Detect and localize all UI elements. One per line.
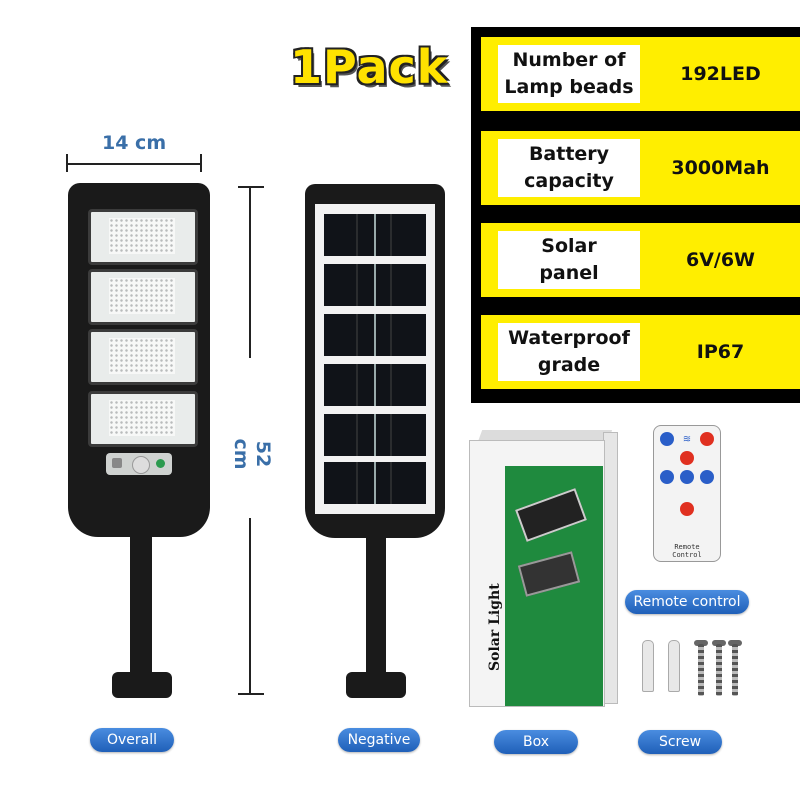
wall-anchor xyxy=(668,640,680,692)
led-module xyxy=(88,329,198,385)
led-module xyxy=(88,391,198,447)
led-module xyxy=(88,209,198,265)
spec-label: Waterproof grade xyxy=(498,323,640,381)
width-tick-left xyxy=(66,154,68,172)
screw-head xyxy=(712,640,726,646)
spec-row-battery: Battery capacity 3000Mah xyxy=(481,131,800,205)
box-brand-text: Solar Light xyxy=(487,583,503,671)
width-tick-right xyxy=(200,154,202,172)
lamp-pole xyxy=(130,528,152,678)
solar-panel xyxy=(315,204,435,514)
remote-blue-button xyxy=(660,470,674,484)
remote-brand-text: Remote Control xyxy=(672,543,702,559)
height-dimension-line-lower xyxy=(249,518,251,694)
height-dimension-line-upper xyxy=(249,186,251,358)
width-dimension-line xyxy=(66,163,202,165)
motion-sensor xyxy=(106,453,172,475)
spec-value: 3000Mah xyxy=(671,157,770,179)
lamp-back-image xyxy=(305,184,445,538)
remote-power-button xyxy=(660,432,674,446)
width-dimension-label: 14 cm xyxy=(102,132,167,154)
remote-blue-button xyxy=(700,470,714,484)
spec-row-solar-panel: Solar panel 6V/6W xyxy=(481,223,800,297)
height-dimension-label: 52 cm xyxy=(230,438,274,470)
screw xyxy=(732,644,738,696)
screw-label: Screw xyxy=(638,730,722,754)
height-tick-bottom xyxy=(238,693,264,695)
spec-value: 6V/6W xyxy=(685,249,756,271)
lamp-base xyxy=(112,672,172,698)
spec-table: Number of Lamp beads 192LED Battery capa… xyxy=(471,27,800,403)
wall-anchor xyxy=(642,640,654,692)
spec-row-waterproof: Waterproof grade IP67 xyxy=(481,315,800,389)
height-tick-top xyxy=(238,186,264,188)
spec-value: IP67 xyxy=(696,341,745,363)
pack-title: 1Pack xyxy=(290,40,449,94)
overall-label: Overall xyxy=(90,728,174,752)
screw-head xyxy=(728,640,742,646)
remote-red-button xyxy=(680,502,694,516)
remote-off-button xyxy=(700,432,714,446)
spec-value: 192LED xyxy=(680,63,761,85)
product-box xyxy=(469,440,605,707)
spec-label: Solar panel xyxy=(498,231,640,289)
spec-label: Battery capacity xyxy=(498,139,640,197)
panel-base xyxy=(346,672,406,698)
spec-row-lamp-beads: Number of Lamp beads 192LED xyxy=(481,37,800,111)
screw xyxy=(716,644,722,696)
spec-label: Number of Lamp beads xyxy=(498,45,640,103)
screw xyxy=(698,644,704,696)
box-label: Box xyxy=(494,730,578,754)
lamp-front-image xyxy=(68,183,210,537)
wifi-icon: ≋ xyxy=(682,433,692,445)
box-green-panel xyxy=(505,466,603,706)
led-module xyxy=(88,269,198,325)
remote-red-button xyxy=(680,451,694,465)
screw-head xyxy=(694,640,708,646)
remote-blue-button xyxy=(680,470,694,484)
negative-label: Negative xyxy=(338,728,420,752)
panel-pole xyxy=(366,530,386,678)
remote-control-label: Remote control xyxy=(625,590,749,614)
remote-control-image: ≋ Remote Control xyxy=(653,425,721,562)
box-side xyxy=(603,432,618,704)
